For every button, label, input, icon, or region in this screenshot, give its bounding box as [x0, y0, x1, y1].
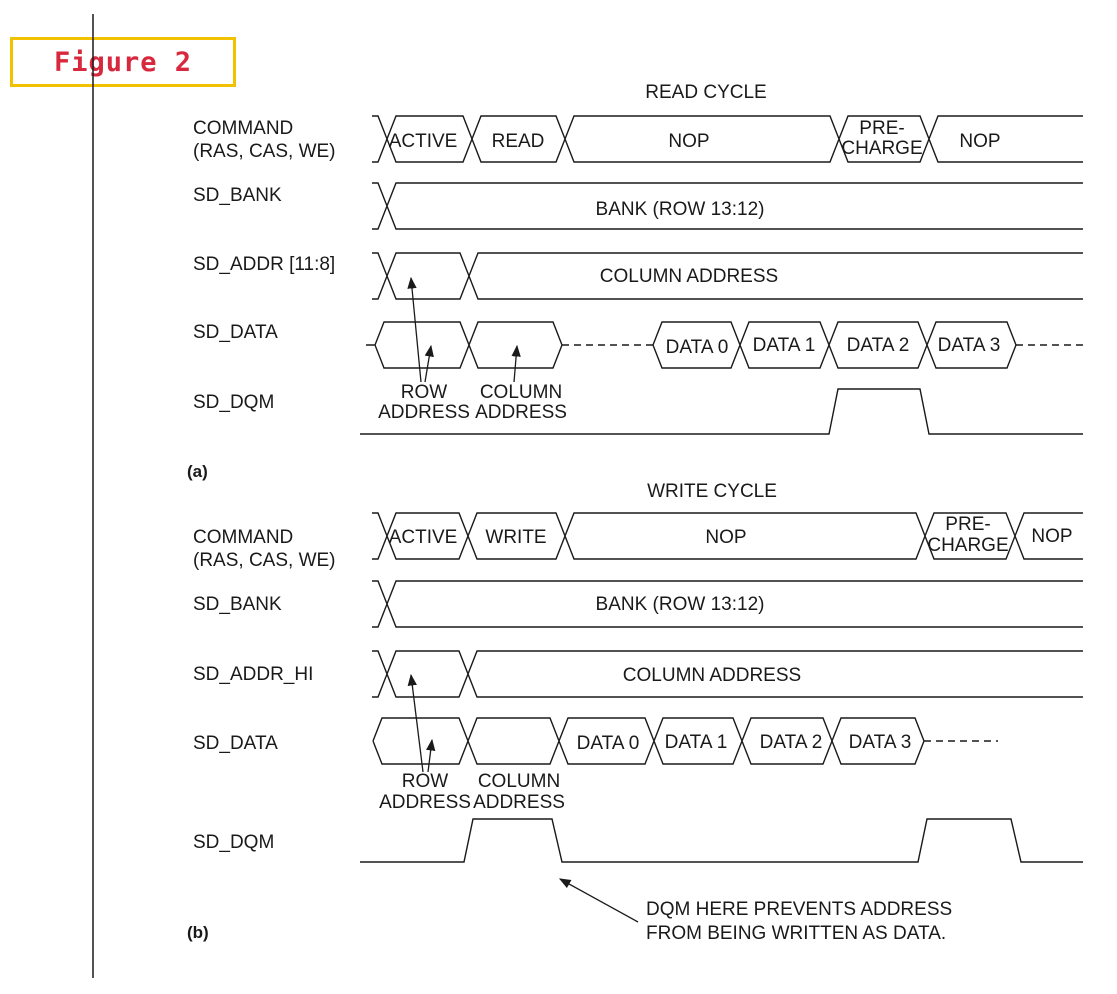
read-command-bus	[372, 115, 1083, 163]
write-bank-bus	[372, 580, 1083, 628]
write-command-precharge-1: PRE-	[945, 514, 990, 535]
write-command-precharge-2: CHARGE	[927, 535, 1008, 556]
write-data-word-0: DATA 0	[577, 733, 640, 754]
write-row-arrow-data	[426, 738, 436, 773]
read-cycle-diagram: READ CYCLE COMMAND (RAS, CAS, WE) SD_BAN…	[187, 82, 1083, 481]
signal-label-dqm-b: SD_DQM	[193, 832, 274, 853]
read-column-arrow	[511, 344, 521, 383]
read-command-precharge-1: PRE-	[859, 118, 904, 139]
note-arrow	[558, 878, 639, 923]
read-data-word-0: DATA 0	[666, 337, 729, 358]
read-addr-bus	[372, 252, 1083, 300]
write-dqm-line	[360, 818, 1083, 863]
read-row-annot-1: ROW	[401, 382, 448, 403]
write-command-nop: NOP	[705, 527, 746, 548]
signal-label-bank: SD_BANK	[193, 185, 282, 206]
signal-label-command-sub-b: (RAS, CAS, WE)	[193, 550, 336, 571]
write-row-arrow-addr	[407, 673, 424, 773]
write-column-annot-2: ADDRESS	[473, 792, 565, 813]
signal-label-command-sub: (RAS, CAS, WE)	[193, 141, 336, 162]
signal-label-data-b: SD_DATA	[193, 733, 278, 754]
read-command-nop: NOP	[668, 131, 709, 152]
note-line-2: FROM BEING WRITTEN AS DATA.	[646, 923, 946, 944]
read-row-arrow-addr	[407, 276, 422, 383]
write-data-word-2: DATA 2	[760, 732, 823, 753]
figure-label: Figure 2	[53, 46, 193, 78]
figure-badge: Figure 2	[10, 37, 236, 87]
write-row-annot-1: ROW	[402, 771, 449, 792]
read-command-nop-2: NOP	[959, 131, 1000, 152]
panel-label-a: (a)	[187, 462, 208, 481]
read-column-annot-1: COLUMN	[480, 382, 562, 403]
read-row-arrow-data	[424, 344, 434, 383]
read-data-word-3: DATA 3	[938, 335, 1001, 356]
read-command-active: ACTIVE	[389, 131, 458, 152]
write-command-bus	[372, 512, 1083, 560]
write-bank-value: BANK (ROW 13:12)	[596, 594, 765, 615]
panel-label-b: (b)	[187, 923, 209, 942]
read-bank-bus	[372, 182, 1083, 230]
signal-label-command-b: COMMAND	[193, 527, 293, 548]
signal-label-dqm: SD_DQM	[193, 392, 274, 413]
signal-label-addr: SD_ADDR [11:8]	[193, 254, 335, 275]
write-data-word-1: DATA 1	[665, 732, 728, 753]
read-cycle-title: READ CYCLE	[645, 82, 766, 103]
write-command-active: ACTIVE	[389, 527, 458, 548]
signal-label-addr-b: SD_ADDR_HI	[193, 664, 313, 685]
write-row-annot-2: ADDRESS	[379, 792, 471, 813]
read-data-word-2: DATA 2	[847, 335, 910, 356]
write-addr-bus	[372, 650, 1083, 698]
read-dqm-line	[360, 388, 1083, 435]
read-data-word-1: DATA 1	[753, 335, 816, 356]
read-command-read: READ	[492, 131, 545, 152]
signal-label-command: COMMAND	[193, 118, 293, 139]
read-row-annot-2: ADDRESS	[378, 402, 470, 423]
write-cycle-title: WRITE CYCLE	[647, 481, 777, 502]
signal-label-bank-b: SD_BANK	[193, 594, 282, 615]
note-line-1: DQM HERE PREVENTS ADDRESS	[646, 899, 952, 920]
read-column-annot-2: ADDRESS	[475, 402, 567, 423]
write-data-word-3: DATA 3	[849, 732, 912, 753]
write-cycle-diagram: WRITE CYCLE COMMAND (RAS, CAS, WE) SD_BA…	[187, 481, 1083, 944]
write-command-nop-2: NOP	[1031, 526, 1072, 547]
write-command-write: WRITE	[485, 527, 546, 548]
read-command-precharge-2: CHARGE	[841, 138, 922, 159]
write-data-bus	[372, 717, 925, 765]
write-addr-value: COLUMN ADDRESS	[623, 665, 801, 686]
signal-label-data: SD_DATA	[193, 322, 278, 343]
read-bank-value: BANK (ROW 13:12)	[596, 199, 765, 220]
write-column-annot-1: COLUMN	[478, 771, 560, 792]
read-addr-value: COLUMN ADDRESS	[600, 266, 778, 287]
